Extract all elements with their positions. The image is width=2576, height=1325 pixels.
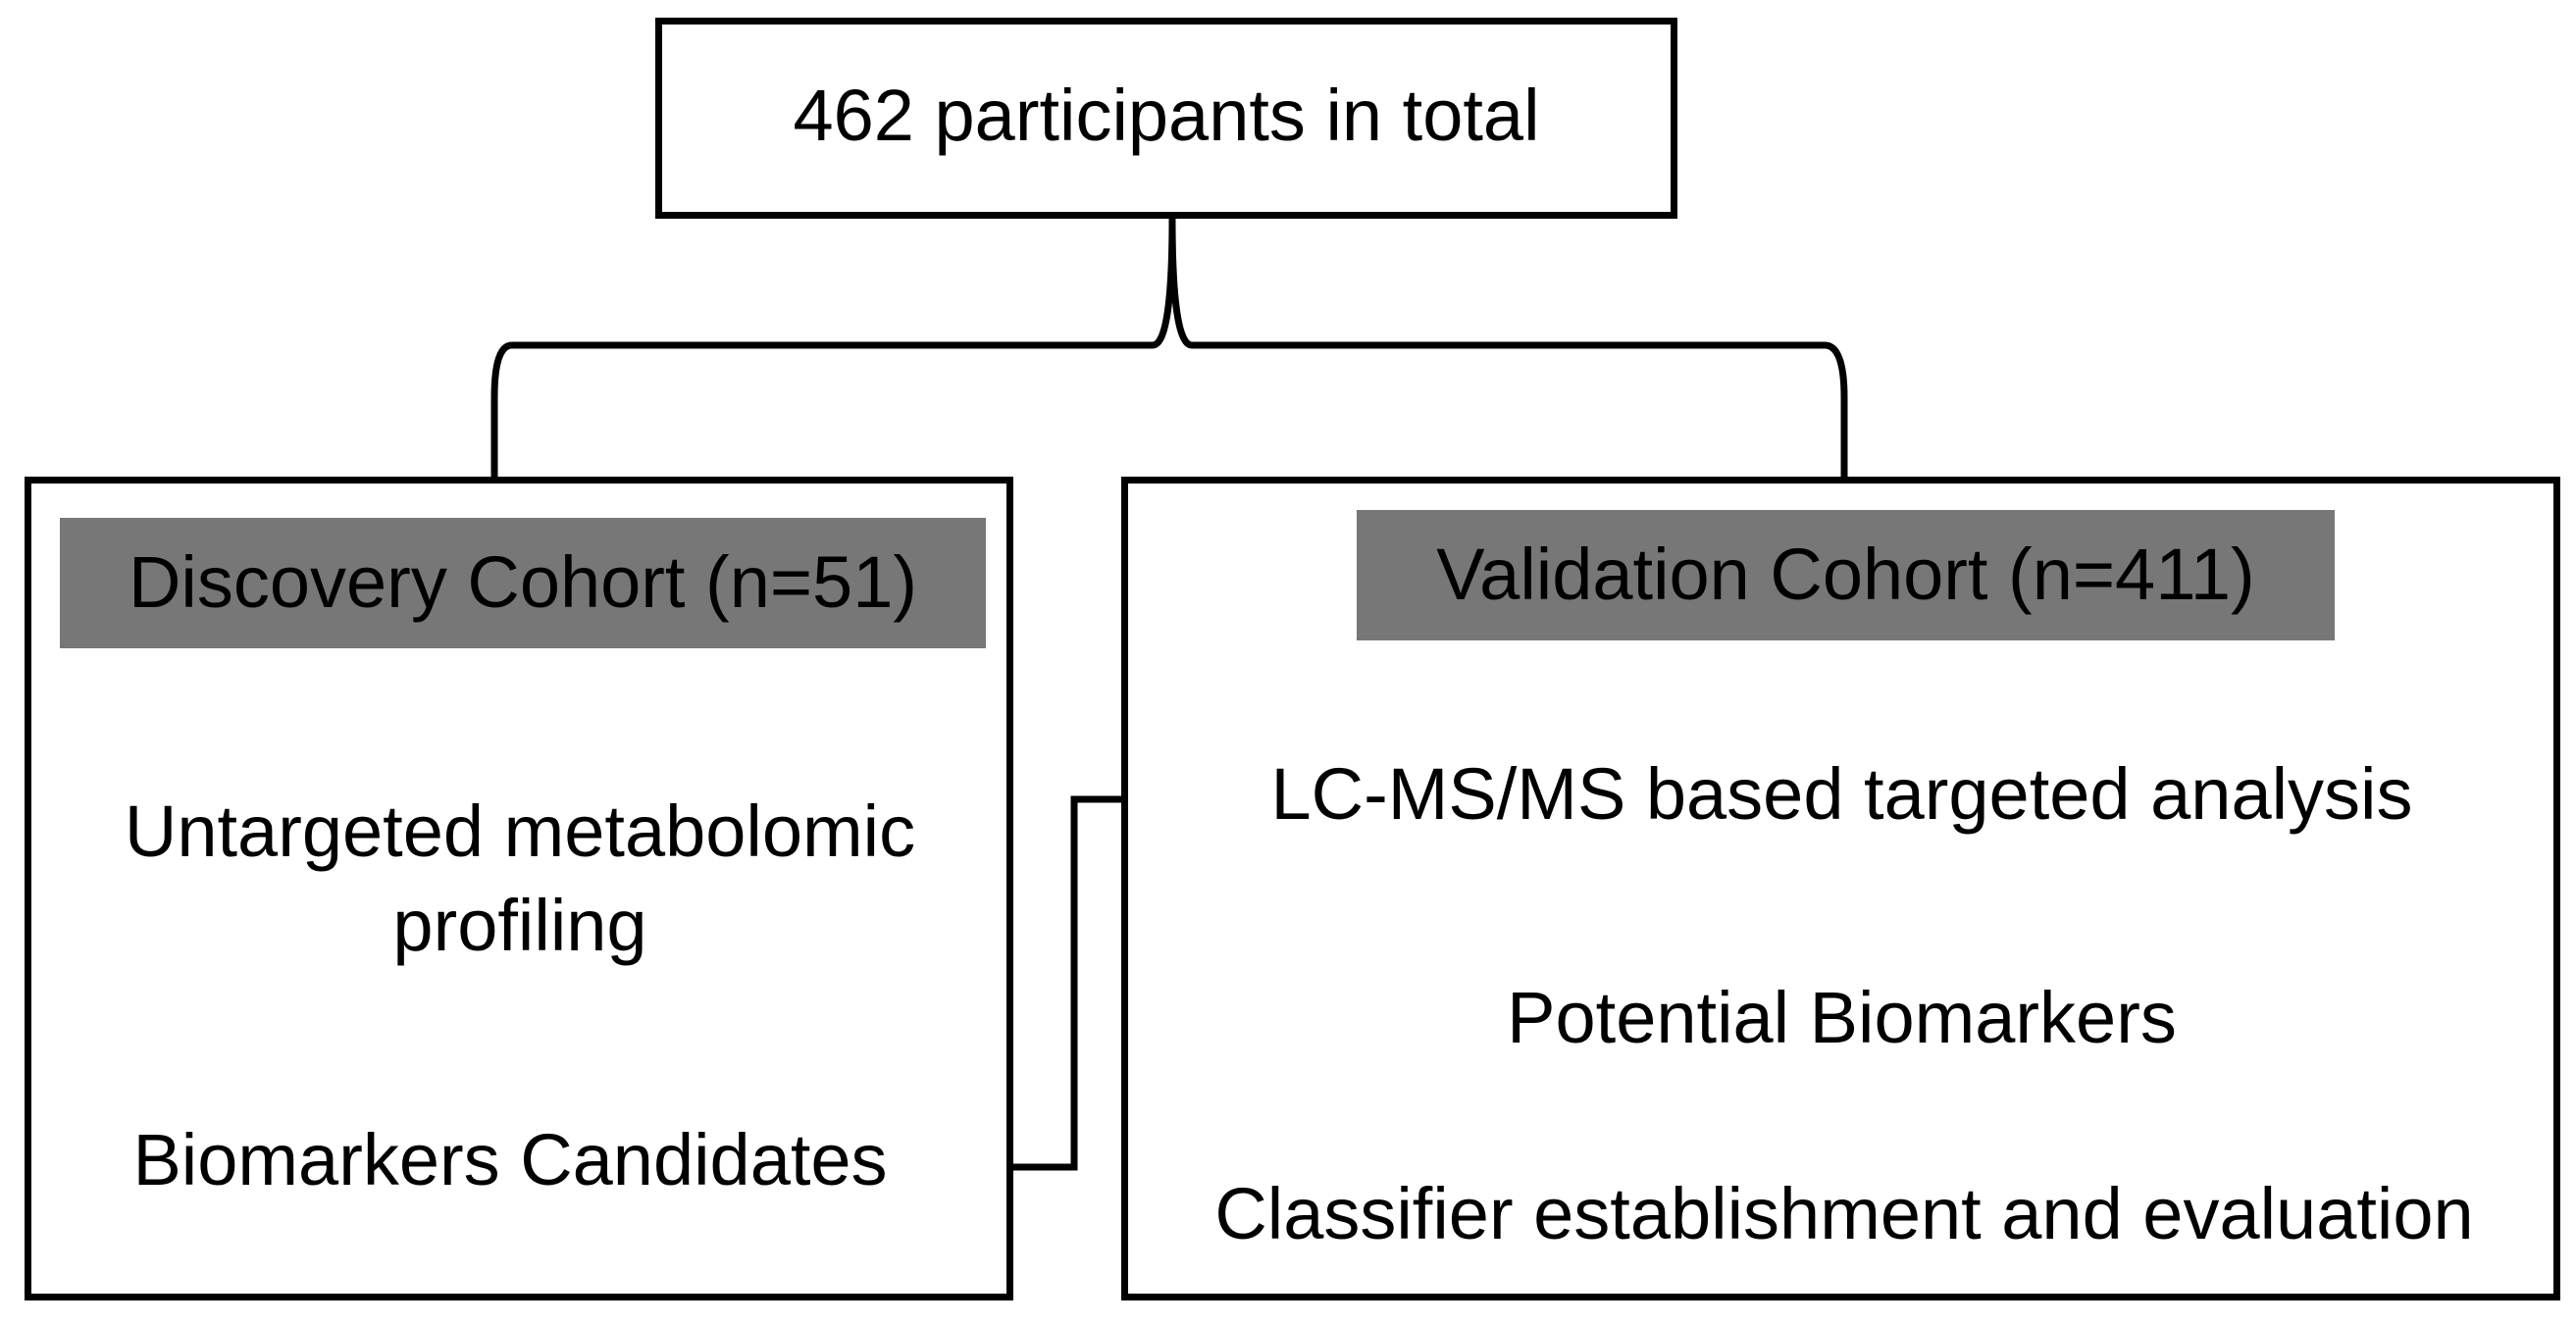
discovery-cohort-header: Discovery Cohort (n=51) bbox=[60, 518, 986, 648]
validation-step-potential-biomarkers: Potential Biomarkers bbox=[1507, 977, 2177, 1058]
total-participants-box bbox=[655, 18, 1677, 219]
discovery-cohort-title: Discovery Cohort (n=51) bbox=[128, 541, 918, 624]
discovery-step-biomarker-candidates: Biomarkers Candidates bbox=[132, 1119, 888, 1200]
validation-step-lcms-analysis: LC-MS/MS based targeted analysis bbox=[1270, 753, 2413, 835]
validation-step-classifier-evaluation: Classifier establishment and evaluation bbox=[1214, 1173, 2474, 1254]
validation-cohort-title: Validation Cohort (n=411) bbox=[1436, 534, 2255, 616]
total-participants-label: 462 participants in total bbox=[793, 75, 1540, 156]
split-brace-connector bbox=[490, 218, 1848, 477]
validation-cohort-header: Validation Cohort (n=411) bbox=[1357, 510, 2335, 640]
discovery-step-untargeted-profiling: Untargeted metabolomic profiling bbox=[124, 790, 916, 967]
